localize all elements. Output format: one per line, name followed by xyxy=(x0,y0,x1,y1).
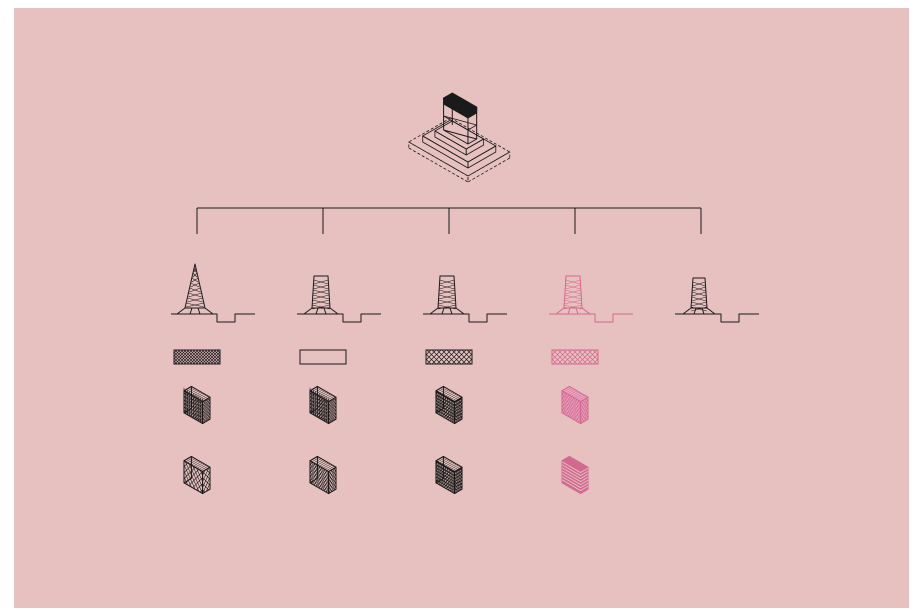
axonometric-study-1 xyxy=(310,386,336,423)
axonometric-study-2 xyxy=(562,456,588,493)
plan-pattern xyxy=(412,350,496,364)
tree-connector xyxy=(197,208,701,234)
branch-variant-4 xyxy=(538,276,633,494)
section-drawing xyxy=(675,278,759,322)
massing-variants-diagram xyxy=(14,8,909,608)
branch-variant-3 xyxy=(412,276,507,494)
axonometric-study-2 xyxy=(436,456,462,493)
branch-variant-1 xyxy=(160,264,255,494)
section-drawing xyxy=(297,276,381,322)
section-drawing xyxy=(549,276,633,322)
section-drawing xyxy=(423,276,507,322)
diagram-canvas xyxy=(14,8,909,608)
plan-pattern xyxy=(300,350,346,364)
axonometric-study-2 xyxy=(184,456,210,493)
branch-variant-2 xyxy=(297,276,381,494)
plan-pattern xyxy=(538,350,622,364)
axonometric-study-1 xyxy=(562,386,588,423)
plan-pattern xyxy=(160,350,246,364)
axonometric-study-1 xyxy=(436,386,462,423)
branch-variant-5 xyxy=(675,278,759,322)
base-building-isometric xyxy=(409,93,510,182)
axonometric-study-1 xyxy=(184,386,210,423)
axonometric-study-2 xyxy=(310,456,336,493)
section-drawing xyxy=(171,264,255,322)
